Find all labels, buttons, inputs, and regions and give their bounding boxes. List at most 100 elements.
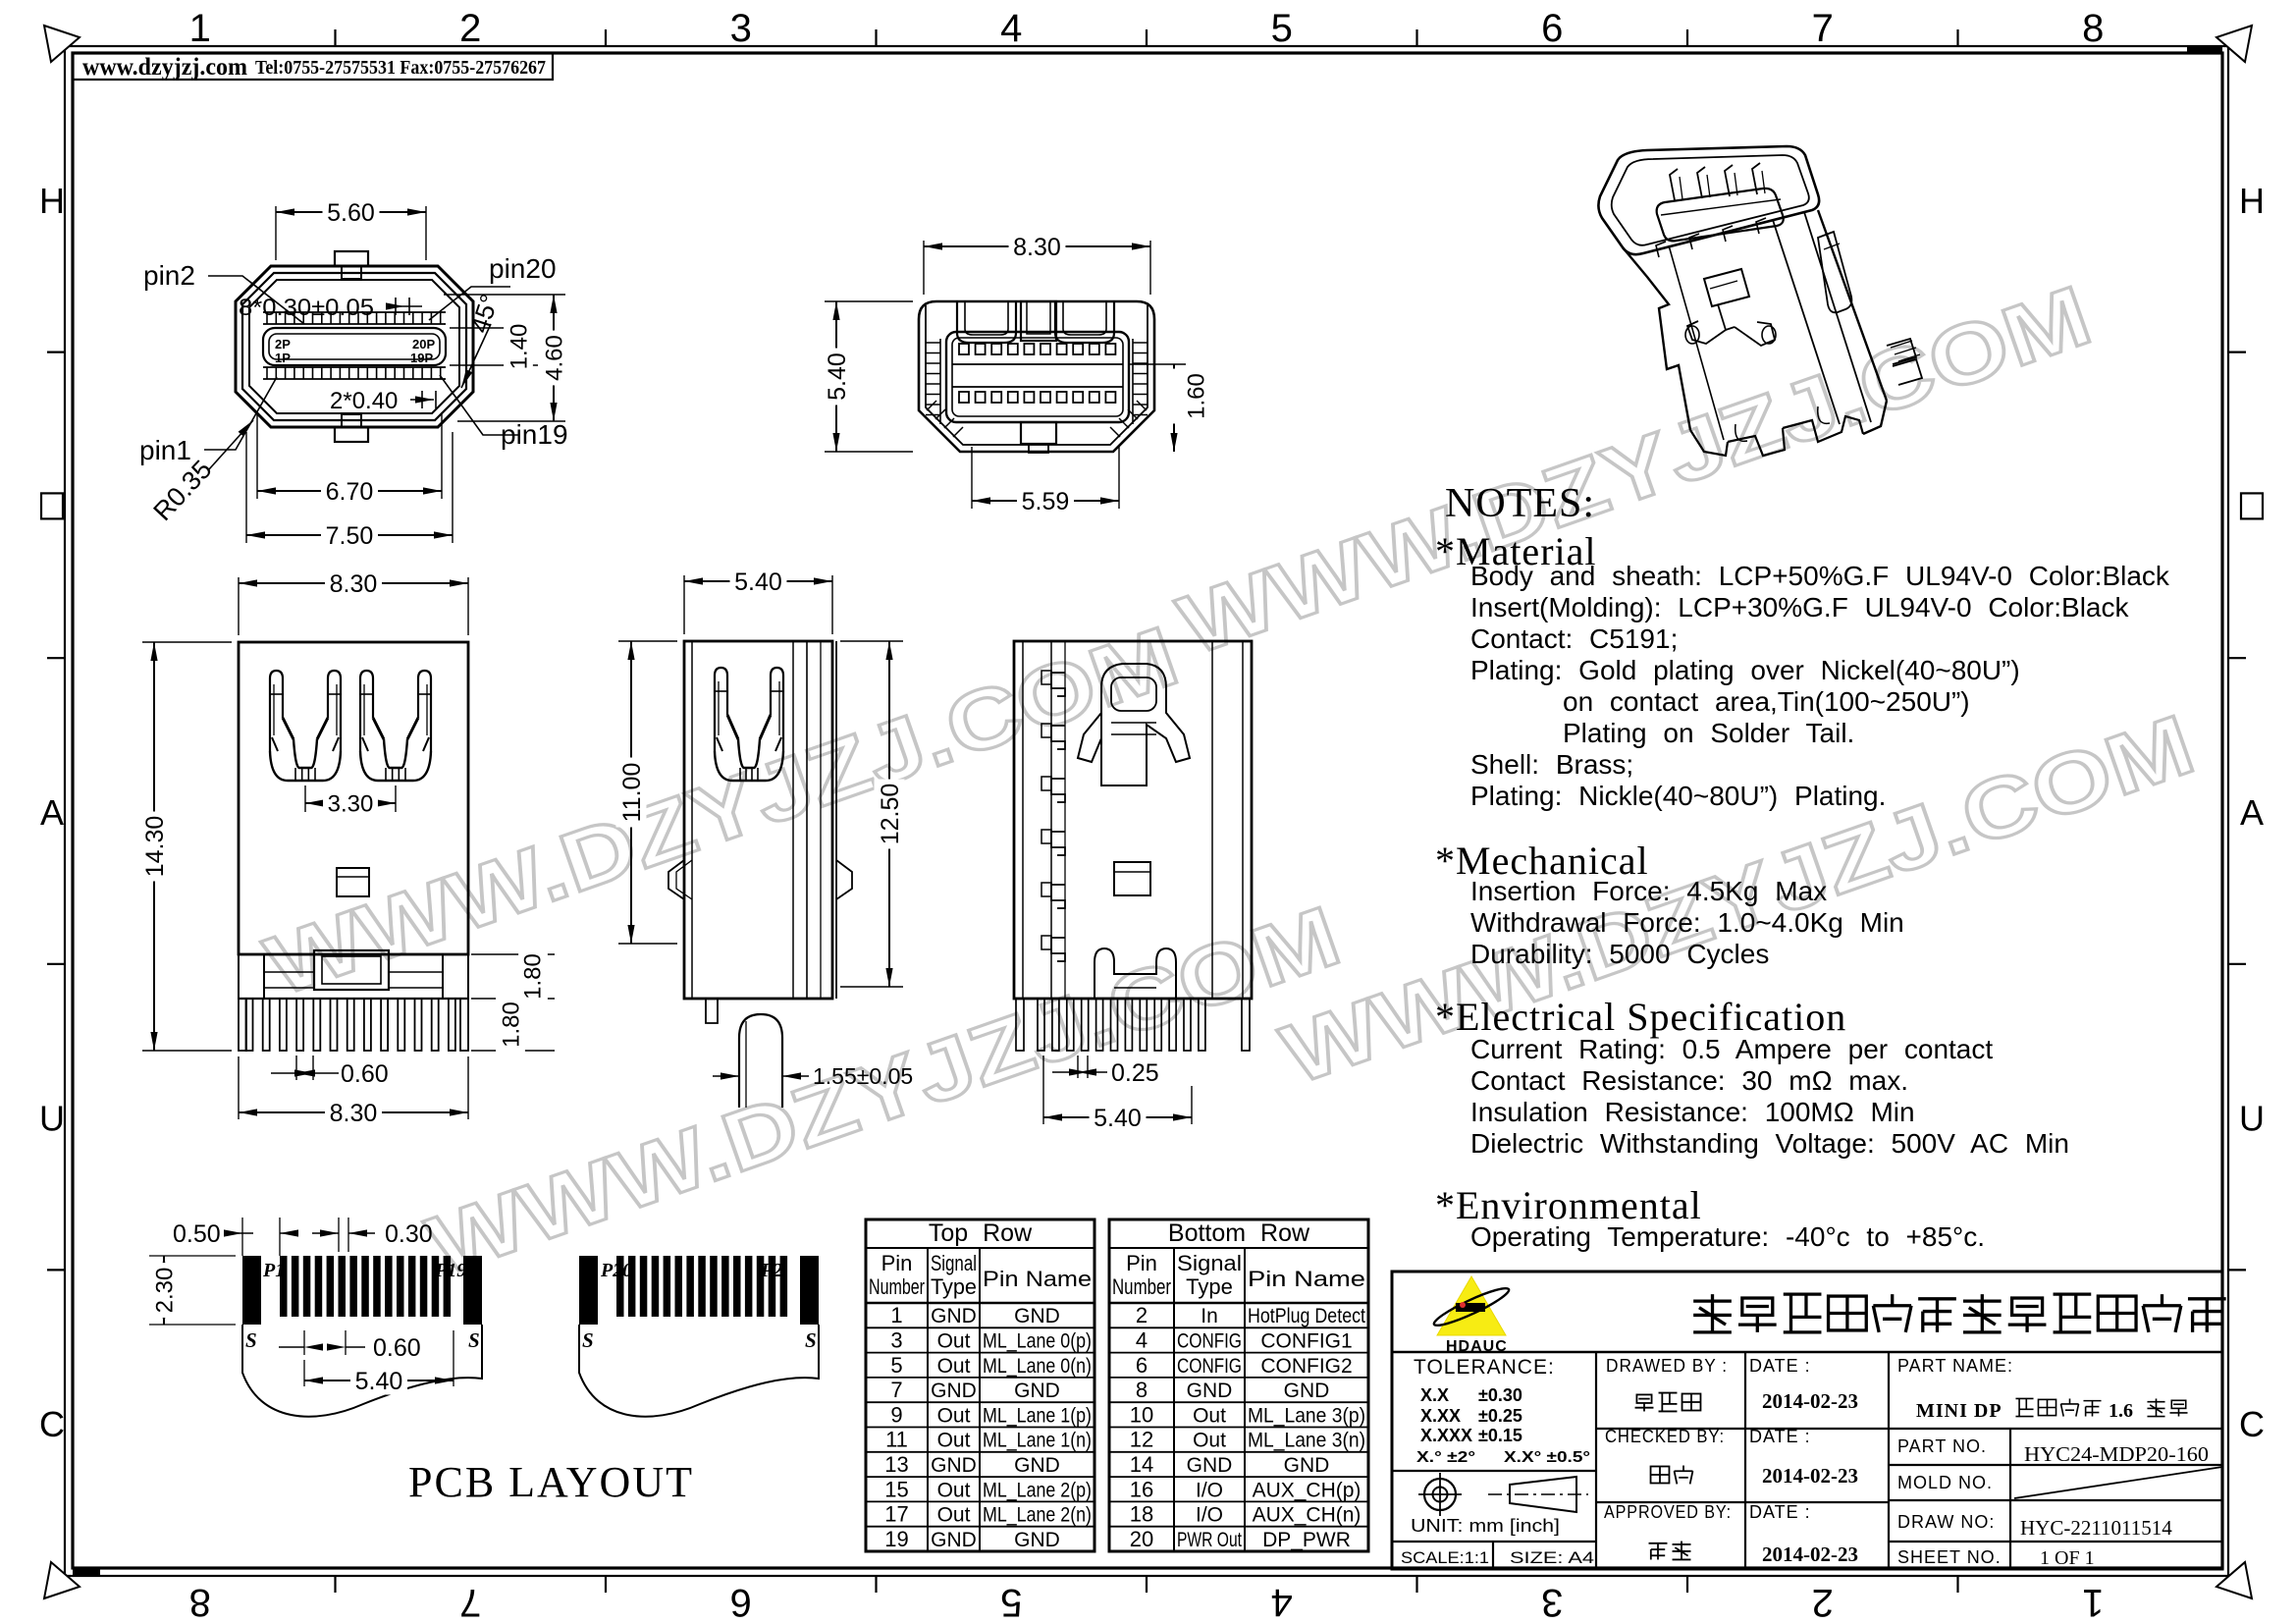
svg-text:5.40: 5.40	[824, 352, 851, 401]
svg-text:8: 8	[1136, 1378, 1148, 1402]
svg-text:1.40: 1.40	[507, 324, 533, 370]
svg-text:2P: 2P	[275, 337, 291, 352]
svg-text:GND: GND	[1187, 1380, 1233, 1402]
svg-text:1.60: 1.60	[1184, 373, 1210, 419]
svg-text:Operating Temperature: -40°c t: Operating Temperature: -40°c to +85°c.	[1470, 1221, 1985, 1252]
svg-text:HotPlug Detect: HotPlug Detect	[1248, 1305, 1365, 1327]
svg-text:Insulation Resistance: 100MΩ M: Insulation Resistance: 100MΩ Min	[1470, 1097, 1915, 1127]
svg-text:6: 6	[1136, 1353, 1148, 1378]
svg-text:P20: P20	[600, 1260, 632, 1281]
svg-text:X.XXX: X.XXX	[1420, 1426, 1472, 1445]
svg-text:1: 1	[890, 1303, 902, 1327]
svg-text:A: A	[2240, 792, 2264, 833]
svg-text:GND: GND	[931, 1529, 977, 1551]
svg-text:0.25: 0.25	[1111, 1059, 1159, 1087]
svg-text:Pin Name: Pin Name	[1248, 1267, 1365, 1291]
svg-text:X.XX: X.XX	[1420, 1406, 1461, 1426]
svg-text:0.50: 0.50	[173, 1220, 221, 1248]
svg-text:Out: Out	[937, 1329, 971, 1352]
svg-text:Durability: 5000 Cycles: Durability: 5000 Cycles	[1470, 939, 1769, 969]
svg-text:GND: GND	[931, 1454, 977, 1477]
svg-text:19: 19	[884, 1527, 908, 1551]
svg-text:GND: GND	[1014, 1529, 1060, 1551]
svg-text:2.30: 2.30	[152, 1268, 179, 1314]
svg-text:Signal: Signal	[1177, 1251, 1242, 1275]
svg-text:Plating: Gold plating over Nic: Plating: Gold plating over Nickel(40~80U…	[1470, 655, 2020, 685]
svg-text:DATE :: DATE :	[1749, 1502, 1811, 1522]
svg-text:GND: GND	[931, 1305, 977, 1327]
svg-text:ML_Lane 1(n): ML_Lane 1(n)	[983, 1430, 1092, 1452]
svg-text:1: 1	[2082, 1581, 2104, 1624]
svg-text:Out: Out	[937, 1404, 971, 1427]
svg-text:Out: Out	[937, 1504, 971, 1527]
svg-text:1.80: 1.80	[499, 1001, 525, 1048]
svg-text:DATE :: DATE :	[1749, 1356, 1811, 1376]
svg-text:DP_PWR: DP_PWR	[1262, 1529, 1351, 1551]
svg-text:±0.25: ±0.25	[1478, 1406, 1522, 1426]
svg-text:S: S	[468, 1328, 480, 1352]
svg-text:Out: Out	[937, 1479, 971, 1501]
svg-text:Contact: C5191;: Contact: C5191;	[1470, 623, 1678, 654]
svg-text:Pin Name: Pin Name	[983, 1267, 1092, 1291]
svg-text:Tel:0755-27575531 Fax:0755-27: Tel:0755-27575531 Fax:0755-27576267	[255, 57, 546, 79]
svg-text:SCALE:1:1: SCALE:1:1	[1401, 1548, 1489, 1567]
svg-text:A: A	[40, 792, 64, 833]
svg-text:ML_Lane 2(n): ML_Lane 2(n)	[983, 1504, 1092, 1527]
svg-text:pin20: pin20	[489, 253, 557, 284]
svg-text:6.70: 6.70	[326, 478, 374, 506]
svg-text:8.30: 8.30	[330, 570, 378, 598]
svg-text:ML_Lane 3(p): ML_Lane 3(p)	[1248, 1404, 1365, 1427]
svg-text:19P: 19P	[410, 351, 433, 365]
svg-text:5.40: 5.40	[734, 568, 782, 596]
svg-text:AUX_CH(p): AUX_CH(p)	[1253, 1479, 1362, 1501]
svg-text:*Material: *Material	[1435, 529, 1597, 573]
svg-text:APPROVED BY:: APPROVED BY:	[1604, 1502, 1732, 1522]
svg-text:3: 3	[730, 7, 752, 50]
svg-text:Plating on Solder Tail.: Plating on Solder Tail.	[1563, 718, 1854, 748]
svg-text:18: 18	[1130, 1502, 1153, 1527]
svg-text:S: S	[245, 1328, 257, 1352]
svg-text:Shell: Brass;: Shell: Brass;	[1470, 749, 1633, 780]
svg-text:TOLERANCE:: TOLERANCE:	[1414, 1356, 1555, 1379]
svg-text:X.° ±2°: X.° ±2°	[1416, 1449, 1475, 1466]
svg-text:Number: Number	[1112, 1274, 1171, 1299]
svg-text:Current Rating: 0.5 Ampere per: Current Rating: 0.5 Ampere per contact	[1470, 1034, 1993, 1064]
svg-text:3.30: 3.30	[328, 791, 374, 818]
svg-text:HDAUC: HDAUC	[1446, 1338, 1508, 1355]
svg-text:6: 6	[730, 1581, 752, 1624]
svg-text:Out: Out	[937, 1355, 971, 1378]
svg-text:9: 9	[890, 1402, 902, 1427]
svg-text:ML_Lane 2(p): ML_Lane 2(p)	[983, 1479, 1092, 1501]
svg-text:UNIT: mm [inch]: UNIT: mm [inch]	[1411, 1516, 1560, 1536]
svg-text:GND: GND	[1014, 1305, 1060, 1327]
svg-text:In: In	[1201, 1305, 1218, 1327]
svg-text:1P: 1P	[275, 351, 291, 365]
svg-text:PART NO.: PART NO.	[1897, 1436, 1987, 1456]
svg-text:I/O: I/O	[1196, 1504, 1223, 1527]
svg-text:7.50: 7.50	[326, 522, 374, 550]
svg-text:Out: Out	[1193, 1404, 1226, 1427]
svg-text:8.30: 8.30	[1013, 234, 1061, 261]
svg-text:12: 12	[1130, 1428, 1153, 1452]
svg-text:4.60: 4.60	[542, 335, 568, 381]
svg-text:14.30: 14.30	[141, 816, 169, 878]
svg-text:Number: Number	[869, 1274, 925, 1299]
svg-text:20: 20	[1130, 1527, 1153, 1551]
svg-text:Dielectric Withstanding Voltag: Dielectric Withstanding Voltage: 500V AC…	[1470, 1128, 2069, 1159]
svg-text:H: H	[39, 181, 65, 221]
svg-text:8.30: 8.30	[330, 1100, 378, 1127]
svg-text:±0.15: ±0.15	[1478, 1426, 1522, 1445]
svg-text:12.50: 12.50	[877, 784, 904, 845]
svg-text:11: 11	[885, 1428, 908, 1452]
svg-text:CONFIG1: CONFIG1	[1260, 1329, 1352, 1352]
svg-text:NOTES:: NOTES:	[1445, 481, 1595, 526]
svg-text:CHECKED BY:: CHECKED BY:	[1605, 1427, 1725, 1446]
svg-text:5.60: 5.60	[327, 199, 375, 227]
svg-text:SIZE: A4: SIZE: A4	[1510, 1548, 1594, 1567]
svg-text:GND: GND	[1284, 1380, 1330, 1402]
svg-text:GND: GND	[1284, 1454, 1330, 1477]
svg-text:DRAW NO:: DRAW NO:	[1897, 1512, 1995, 1532]
svg-text:2014-02-23: 2014-02-23	[1762, 1543, 1858, 1566]
svg-text:Top Row: Top Row	[929, 1219, 1033, 1247]
svg-text:2: 2	[1136, 1303, 1148, 1327]
